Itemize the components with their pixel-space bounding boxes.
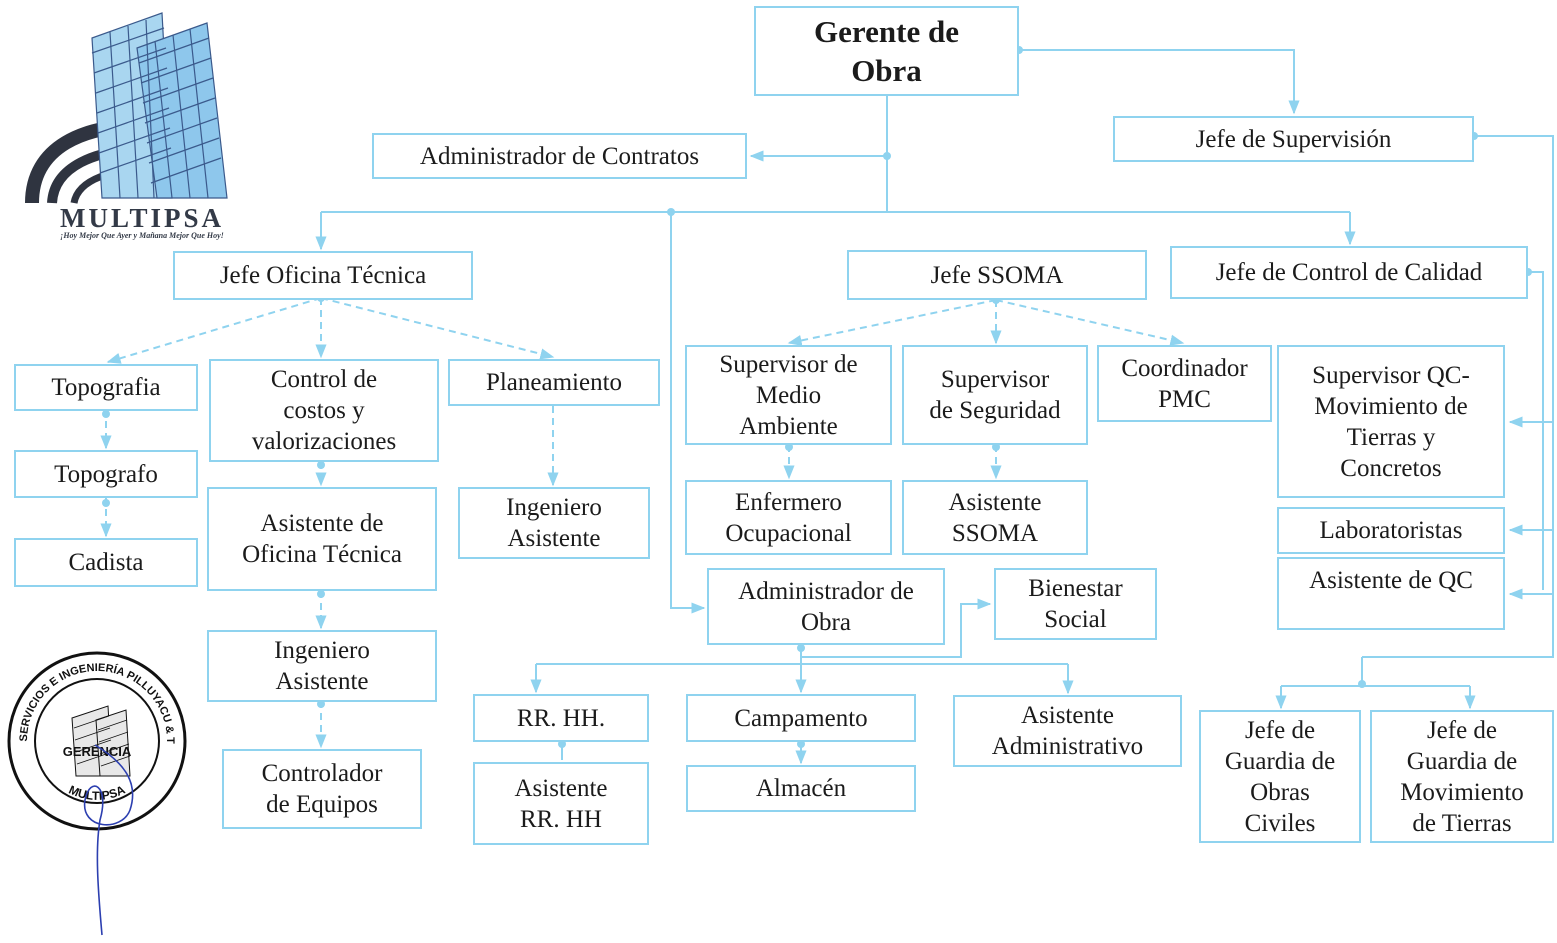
multipsa-logo: MULTIPSA ¡Hoy Mejor Que Ayer y Mañana Me… <box>22 8 262 240</box>
edge-calidad-right <box>1530 271 1544 590</box>
node-administrador-de-obra: Administrador de Obra <box>707 568 945 645</box>
edge-oficina-planeamiento <box>320 297 555 360</box>
svg-text:MULTIPSA: MULTIPSA <box>67 782 128 803</box>
edge-guardia-bus <box>1281 657 1470 687</box>
seal-bottom-text: MULTIPSA <box>67 782 128 803</box>
edge-supervision-right <box>1362 135 1554 658</box>
node-jefe-de-supervision: Jefe de Supervisión <box>1113 116 1474 162</box>
signature-mark <box>84 744 134 936</box>
node-topografo: Topografo <box>14 450 198 498</box>
node-supervisor-de-seguridad: Supervisor de Seguridad <box>902 345 1088 445</box>
seal-center-text: GERENCIA <box>63 744 132 759</box>
node-jefe-oficina-tecnica: Jefe Oficina Técnica <box>173 251 473 300</box>
edge-to-admin-obra <box>670 212 706 614</box>
node-jefe-control-de-calidad: Jefe de Control de Calidad <box>1170 246 1528 299</box>
node-coordinador-pmc: Coordinador PMC <box>1097 345 1272 422</box>
node-gerente-de-obra: Gerente de Obra <box>754 6 1019 96</box>
node-jefe-ssoma: Jefe SSOMA <box>847 250 1147 300</box>
edge-to-bienestar <box>801 598 992 658</box>
node-supervisor-qc: Supervisor QC- Movimiento de Tierras y C… <box>1277 345 1505 498</box>
node-control-de-costos: Control de costos y valorizaciones <box>209 359 439 462</box>
node-jefe-guardia-obras-civiles: Jefe de Guardia de Obras Civiles <box>1199 710 1361 843</box>
edge-gerente-supervision <box>1019 49 1300 115</box>
node-supervisor-medio-ambiente: Supervisor de Medio Ambiente <box>685 345 892 445</box>
node-campamento: Campamento <box>686 694 916 742</box>
node-asistente-ssoma: Asistente SSOMA <box>902 480 1088 555</box>
node-almacen: Almacén <box>686 765 916 812</box>
node-enfermero-ocupacional: Enfermero Ocupacional <box>685 480 892 555</box>
node-topografia: Topografia <box>14 364 198 411</box>
edge-ssoma-medio <box>787 299 997 346</box>
node-asistente-administrativo: Asistente Administrativo <box>953 695 1182 767</box>
node-laboratoristas: Laboratoristas <box>1277 507 1505 554</box>
brand-name: MULTIPSA <box>59 203 225 233</box>
node-ingeniero-asistente-1: Ingeniero Asistente <box>207 630 437 702</box>
node-administrador-de-contratos: Administrador de Contratos <box>372 133 747 179</box>
node-asistente-de-qc: Asistente de QC <box>1277 557 1505 630</box>
brand-slogan: ¡Hoy Mejor Que Ayer y Mañana Mejor Que H… <box>60 231 224 240</box>
node-bienestar-social: Bienestar Social <box>994 568 1157 640</box>
building-logo-icon <box>25 12 228 204</box>
gerencia-seal: MULTISERVICIOS E INGENIERÍA PILLUYACU & … <box>4 648 187 831</box>
node-planeamiento: Planeamiento <box>448 359 660 406</box>
node-cadista: Cadista <box>14 538 198 587</box>
node-rrhh: RR. HH. <box>473 694 649 742</box>
edge-ssoma-pmc <box>995 299 1185 346</box>
edge-oficina-topografia <box>106 297 322 364</box>
node-asistente-rrhh: Asistente RR. HH <box>473 762 649 845</box>
node-jefe-guardia-movimiento-tierras: Jefe de Guardia de Movimiento de Tierras <box>1370 710 1554 843</box>
node-ingeniero-asistente-2: Ingeniero Asistente <box>458 487 650 559</box>
node-asistente-oficina-tecnica: Asistente de Oficina Técnica <box>207 487 437 591</box>
node-controlador-de-equipos: Controlador de Equipos <box>222 749 422 829</box>
